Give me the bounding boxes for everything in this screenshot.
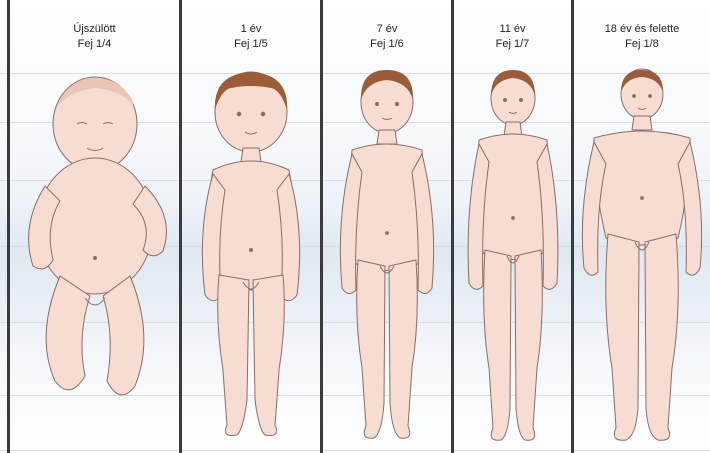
age-label: 1 év <box>182 22 320 37</box>
head-ratio-label: Fej 1/8 <box>574 37 710 52</box>
head-ratio-label: Fej 1/5 <box>182 37 320 52</box>
panel-label: 7 év Fej 1/6 <box>323 22 451 52</box>
head-ratio-label: Fej 1/4 <box>10 37 179 52</box>
panel-7-years: 7 év Fej 1/6 <box>323 0 451 453</box>
panel-18-plus-years: 18 év és felette Fej 1/8 <box>574 0 710 453</box>
age-label: 11 év <box>454 22 571 37</box>
child-1-year-figure <box>182 70 320 445</box>
head-ratio-label: Fej 1/6 <box>323 37 451 52</box>
panel-label: Újszülött Fej 1/4 <box>10 22 179 52</box>
panel-11-years: 11 év Fej 1/7 <box>454 0 571 453</box>
adult-figure <box>574 68 710 446</box>
panel-label: 1 év Fej 1/5 <box>182 22 320 52</box>
panel-1-year: 1 év Fej 1/5 <box>182 0 320 453</box>
child-7-years-figure <box>323 68 451 443</box>
age-label: Újszülött <box>10 22 179 37</box>
panel-newborn: Újszülött Fej 1/4 <box>10 0 179 453</box>
panel-label: 18 év és felette Fej 1/8 <box>574 22 710 52</box>
newborn-figure <box>10 76 179 411</box>
head-ratio-label: Fej 1/7 <box>454 37 571 52</box>
child-11-years-figure <box>454 68 571 446</box>
age-label: 7 év <box>323 22 451 37</box>
age-label: 18 év és felette <box>574 22 710 37</box>
panel-label: 11 év Fej 1/7 <box>454 22 571 52</box>
